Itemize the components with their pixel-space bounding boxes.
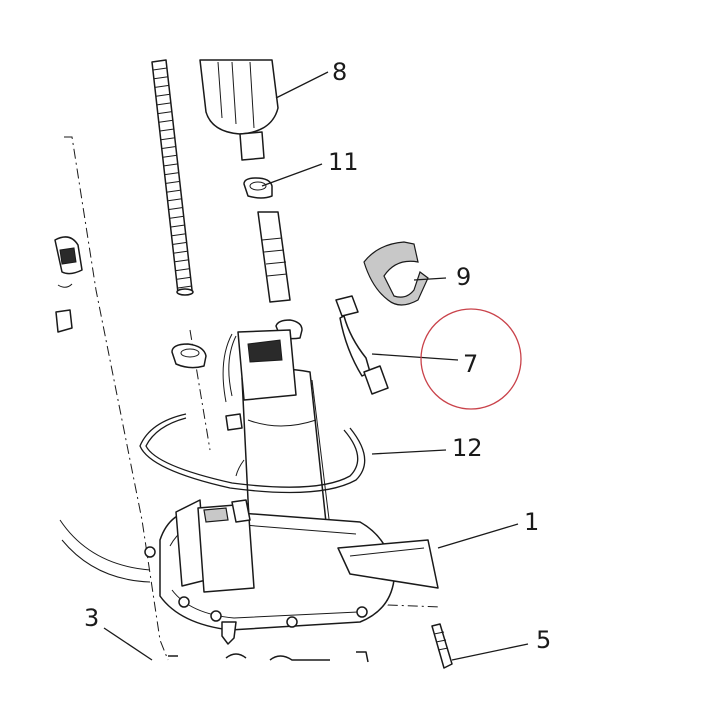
callout-9: 9 [456, 263, 471, 291]
sealing-ring [139, 413, 366, 494]
highlight-circle [420, 308, 522, 410]
bottom-fasteners [168, 623, 453, 669]
wire-harness [335, 295, 389, 395]
hose-segment [257, 211, 291, 303]
tank-wall-fragment [54, 236, 151, 583]
mounting-bracket [337, 539, 439, 589]
leader-lines [103, 71, 529, 661]
pump-flange [144, 499, 395, 645]
callout-3: 3 [84, 604, 99, 632]
callout-labels: 8 11 9 7 12 1 3 5 [84, 58, 551, 654]
fuel-filter [199, 59, 279, 161]
hose-clamp-upper [243, 177, 273, 199]
callout-5: 5 [536, 626, 551, 654]
callout-1: 1 [524, 508, 539, 536]
corrugated-fuel-hose [151, 59, 194, 296]
callout-8: 8 [332, 58, 347, 86]
callout-7: 7 [463, 350, 478, 378]
hose-clamp-lower-left [171, 343, 207, 369]
retaining-clip [363, 241, 429, 306]
callout-11: 11 [328, 148, 359, 176]
callout-12: 12 [452, 434, 483, 462]
